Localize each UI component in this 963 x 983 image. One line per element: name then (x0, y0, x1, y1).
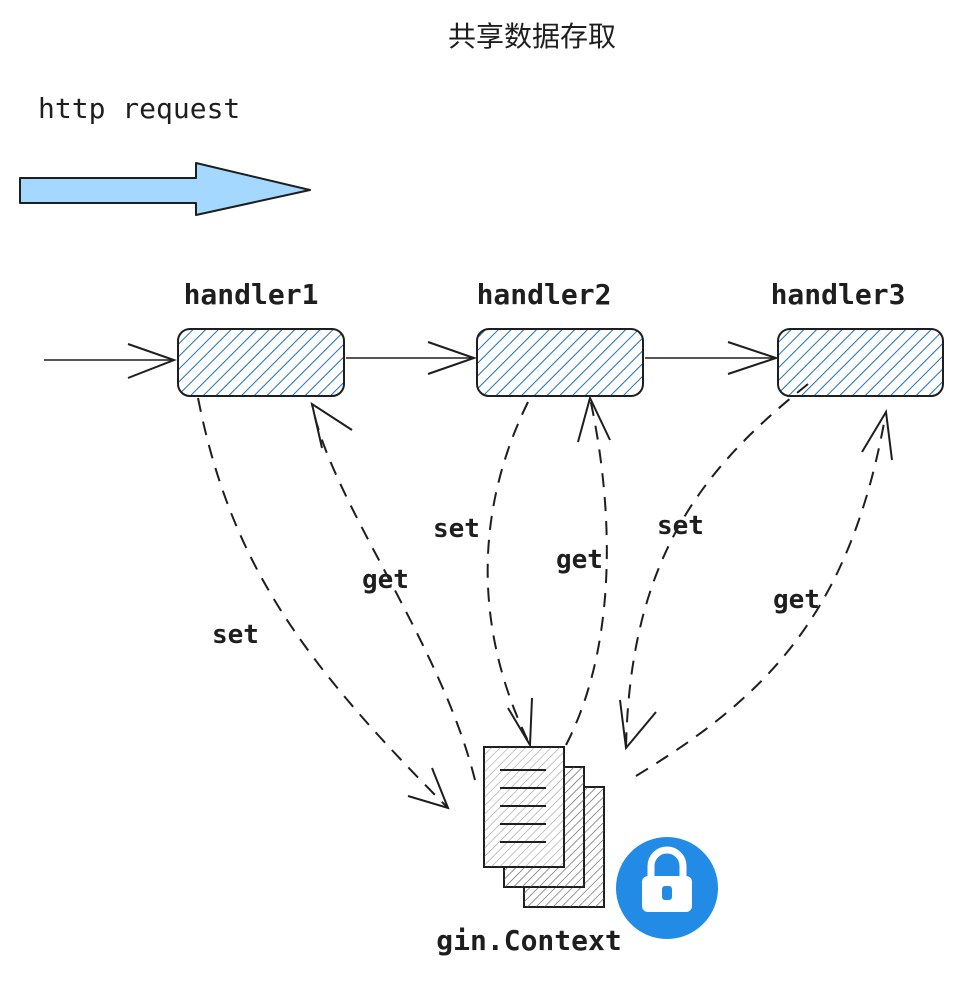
handler1-to-handler2-arrow (346, 341, 478, 375)
handler1-label: handler1 (184, 278, 319, 311)
handler2-get-arrow (565, 395, 611, 746)
handler3-get-arrow (635, 409, 893, 777)
handler1-box (177, 328, 345, 397)
lock-icon (616, 837, 718, 939)
document-stack-icon (483, 746, 605, 908)
handler3-set-label: set (657, 511, 704, 541)
handler2-box (476, 328, 644, 397)
handler3-get-label: get (773, 585, 820, 615)
handler2-set-label: set (433, 514, 480, 544)
handler2-set-arrow (486, 401, 533, 749)
handler2-to-handler3-arrow (645, 341, 780, 375)
handler1-set-arrow (197, 397, 450, 810)
handler3-box (777, 328, 944, 397)
handler3-label: handler3 (771, 278, 906, 311)
handler1-get-label: get (362, 565, 409, 595)
big-right-arrow-icon (19, 162, 311, 216)
handler2-get-label: get (556, 545, 603, 575)
diagram-title: 共享数据存取 (448, 20, 616, 53)
context-label: gin.Context (436, 924, 621, 957)
handler2-label: handler2 (477, 278, 612, 311)
handler3-set-arrow (619, 383, 809, 751)
entry-arrow (44, 343, 177, 379)
handler1-get-arrow (310, 401, 476, 781)
request-label: http request (38, 92, 240, 125)
handler1-set-label: set (212, 620, 259, 650)
